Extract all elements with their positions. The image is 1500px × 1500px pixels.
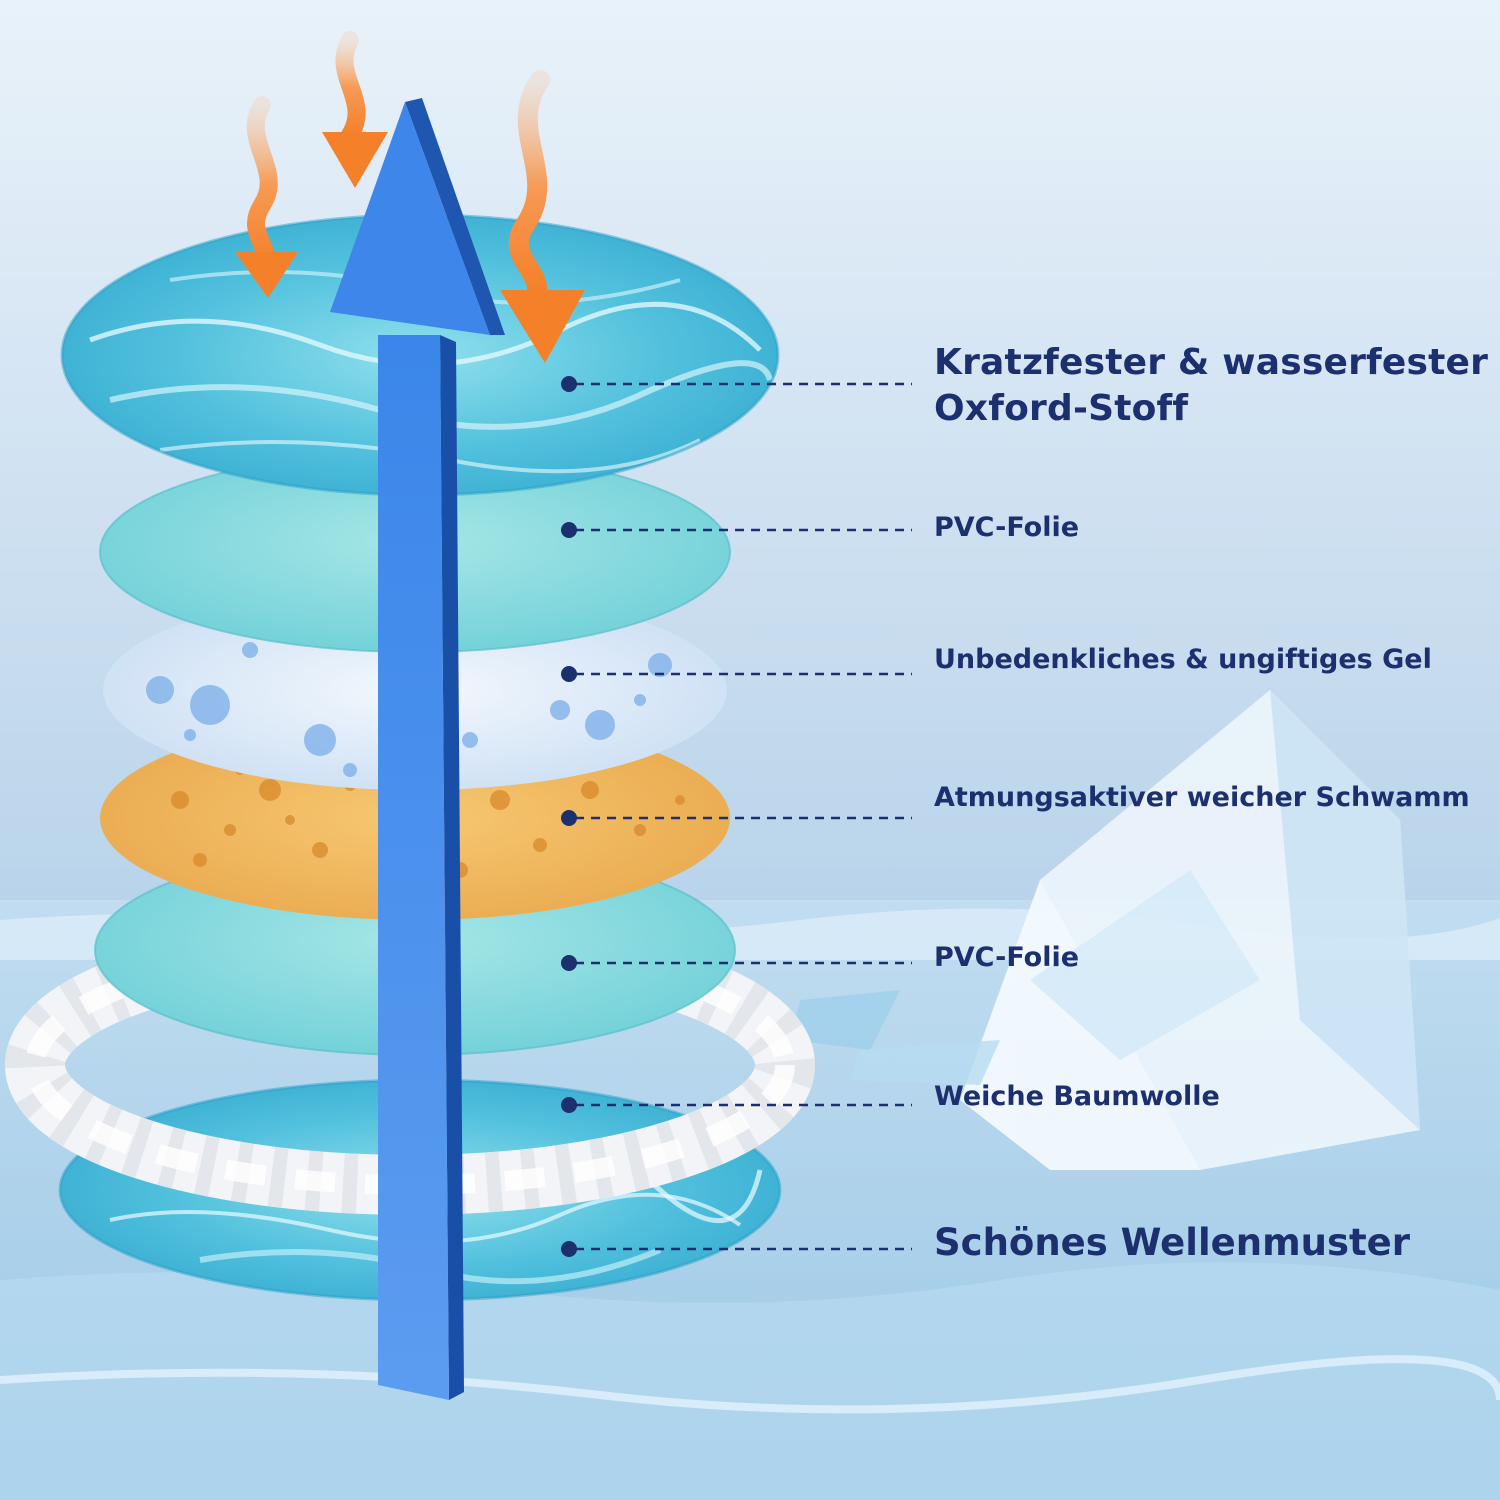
layer-label-wave: Schönes Wellenmuster xyxy=(934,1221,1411,1264)
ice-block xyxy=(960,690,1420,1170)
leader-dot xyxy=(561,1241,577,1257)
layer-label-gel: Unbedenkliches & ungiftiges Gel xyxy=(934,644,1432,675)
cooling-up-arrow-icon xyxy=(330,98,505,1400)
leader-dot xyxy=(561,666,577,682)
leader-dot xyxy=(561,810,577,826)
layer-label-pvc-bottom: PVC-Folie xyxy=(934,942,1080,973)
layer-label-oxford: Kratzfester & wasserfester Oxford-Stoff xyxy=(934,340,1488,432)
leader-dot xyxy=(561,522,577,538)
heat-wave-arrow-icon xyxy=(235,96,298,298)
layer-label-cotton: Weiche Baumwolle xyxy=(934,1081,1220,1112)
leader-dot xyxy=(561,1097,577,1113)
leader-lines xyxy=(575,382,912,1251)
layer-label-oxford-line1: Kratzfester & wasserfester xyxy=(934,342,1489,383)
heat-wave-arrow-icon xyxy=(322,31,388,188)
ice-shards xyxy=(790,990,1000,1085)
layer-label-pvc-top: PVC-Folie xyxy=(934,512,1080,543)
leader-dots xyxy=(561,376,577,1257)
heat-wave-arrow-icon xyxy=(500,70,585,363)
leader-dot xyxy=(561,376,577,392)
leader-dot xyxy=(561,955,577,971)
layer-label-sponge: Atmungsaktiver weicher Schwamm xyxy=(934,782,1470,813)
layer-label-oxford-line2: Oxford-Stoff xyxy=(934,388,1189,429)
